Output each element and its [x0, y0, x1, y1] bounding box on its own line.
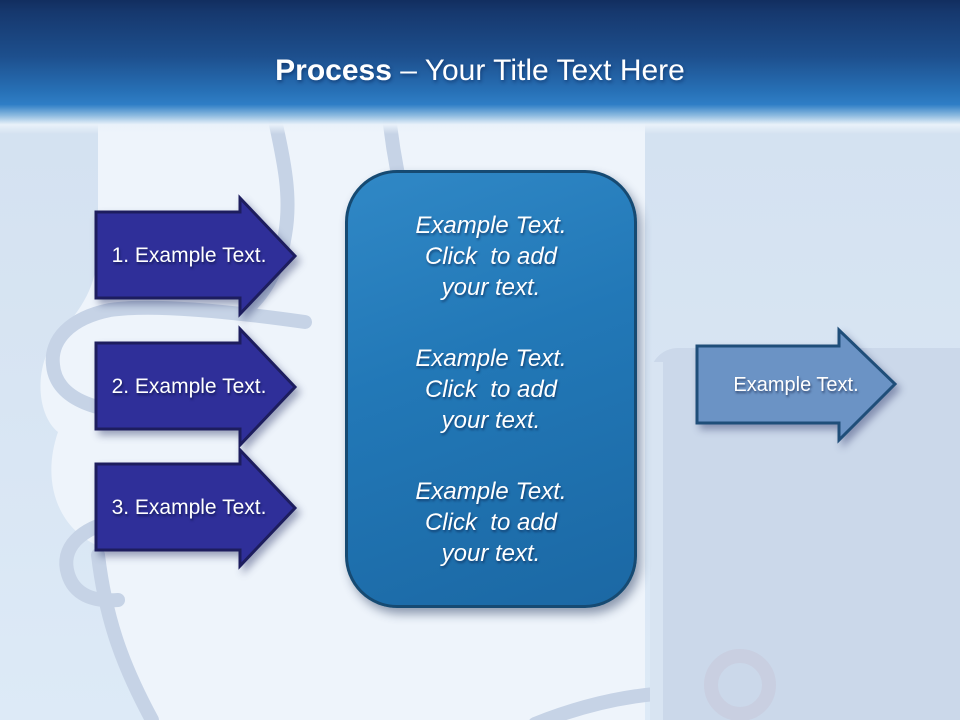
header-band — [0, 0, 960, 134]
wrist-line — [91, 548, 159, 720]
process-arrow-3-label: 3. Example Text. — [111, 496, 267, 519]
process-arrow-2-shape[interactable] — [94, 325, 298, 449]
center-text-line: your text. — [441, 406, 541, 434]
output-arrow-shape[interactable] — [695, 326, 898, 444]
center-text-line: Click to add — [424, 375, 558, 403]
center-text-line: Example Text. — [415, 211, 567, 239]
center-text-line: Example Text. — [415, 344, 567, 372]
slide-title: Process – Your Title Text Here — [0, 52, 960, 90]
output-arrow-label: Example Text. — [733, 374, 859, 396]
output-arrow[interactable] — [694, 326, 902, 444]
center-text-box[interactable]: Example Text. Click to add your text. Ex… — [345, 170, 637, 608]
sleeve-line — [529, 687, 662, 720]
center-text-line: your text. — [441, 273, 541, 301]
tablet-edge-highlight — [650, 362, 663, 720]
center-text-line: Click to add — [424, 242, 558, 270]
process-arrow-3[interactable] — [93, 446, 305, 572]
center-text-line: your text. — [441, 539, 541, 567]
home-button-ring — [704, 649, 776, 720]
tablet-watermark — [650, 348, 960, 720]
center-text-line: Example Text. — [415, 477, 567, 505]
center-text-paragraph: Example Text. Click to add your text. — [348, 343, 634, 436]
center-text-paragraph: Example Text. Click to add your text. — [348, 476, 634, 569]
center-text-paragraph: Example Text. Click to add your text. — [348, 210, 634, 303]
center-text-line: Click to add — [424, 508, 558, 536]
slide-title-emphasis: Process — [275, 54, 392, 87]
process-arrow-1[interactable] — [93, 194, 305, 320]
process-arrow-2[interactable] — [93, 325, 305, 451]
slide-title-rest: – Your Title Text Here — [391, 54, 685, 87]
process-arrow-2-label: 2. Example Text. — [111, 375, 267, 398]
process-arrow-1-label: 1. Example Text. — [111, 244, 267, 267]
finger-curl-line — [45, 300, 312, 420]
process-arrow-3-shape[interactable] — [94, 446, 298, 570]
process-arrow-1-shape[interactable] — [94, 194, 298, 318]
knuckle-curl-line — [59, 513, 125, 608]
